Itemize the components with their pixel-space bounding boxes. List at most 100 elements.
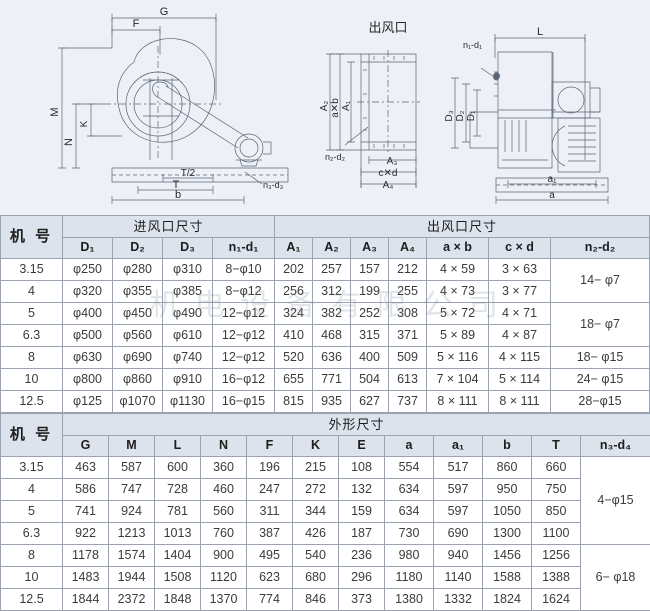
- table2-cell-f: 495: [247, 545, 293, 567]
- table1-cell-cxd: 3 × 77: [489, 281, 551, 303]
- label-K: K: [79, 120, 90, 127]
- table2-col-K: K: [293, 436, 339, 457]
- label-M: M: [49, 107, 61, 116]
- table2-cell-k: 540: [293, 545, 339, 567]
- label-A3: A₃: [387, 156, 398, 167]
- table1-cell-n2d2: 28−φ15: [551, 391, 650, 413]
- table1-cell-n1d1: 12−φ12: [213, 347, 275, 369]
- table2-cell-n: 560: [201, 501, 247, 523]
- table2-cell-b: 950: [483, 479, 532, 501]
- table1-cell-a3: 199: [351, 281, 389, 303]
- table1-cell-a4: 737: [389, 391, 427, 413]
- table2-cell-e: 236: [339, 545, 385, 567]
- table1-cell-d3: φ610: [163, 325, 213, 347]
- table2-cell-a1: 517: [434, 457, 483, 479]
- label-D2: D₂: [455, 110, 466, 121]
- table2-cell-e: 132: [339, 479, 385, 501]
- table1-cell-n1d1: 8−φ10: [213, 259, 275, 281]
- table2-col-F: F: [247, 436, 293, 457]
- table1-cell-d2: φ860: [113, 369, 163, 391]
- table1-cell-a3: 315: [351, 325, 389, 347]
- table1-cell-axb: 5 × 89: [427, 325, 489, 347]
- table2-cell-k: 426: [293, 523, 339, 545]
- label-c-x-d: c✕d: [379, 168, 398, 179]
- table1-col-axb: a × b: [427, 238, 489, 259]
- table1-cell-a1: 815: [275, 391, 313, 413]
- table2-cell-e: 159: [339, 501, 385, 523]
- table1-col-A3: A₃: [351, 238, 389, 259]
- table2-col-a: a: [385, 436, 434, 457]
- label-T-half: T/2: [181, 168, 196, 179]
- table1-col-D3: D₃: [163, 238, 213, 259]
- table2-cell-l: 600: [155, 457, 201, 479]
- table2-cell-g: 586: [63, 479, 109, 501]
- table2-cell-machine: 10: [1, 567, 63, 589]
- table2-cell-k: 272: [293, 479, 339, 501]
- table1-col-D2: D₂: [113, 238, 163, 259]
- table2-cell-m: 1213: [109, 523, 155, 545]
- table1-cell-a2: 636: [313, 347, 351, 369]
- fan-drawing-svg: G F M N K T/2 T b n₃-d₃ 出风口 A₂ a✕b A₁ n₂…: [0, 0, 650, 215]
- table2-cell-b: 1300: [483, 523, 532, 545]
- table2-cell-g: 1483: [63, 567, 109, 589]
- table2-cell-l: 781: [155, 501, 201, 523]
- table1-col-A1: A₁: [275, 238, 313, 259]
- table2-col-M: M: [109, 436, 155, 457]
- table1-cell-machine: 5: [1, 303, 63, 325]
- table1-cell-d2: φ450: [113, 303, 163, 325]
- table2-cell-t: 1388: [532, 567, 581, 589]
- table2-cell-l: 1013: [155, 523, 201, 545]
- table2-cell-t: 1256: [532, 545, 581, 567]
- table2-machine-header: 机 号: [1, 414, 63, 457]
- table2-col-G: G: [63, 436, 109, 457]
- table2-cell-k: 680: [293, 567, 339, 589]
- table2-cell-machine: 4: [1, 479, 63, 501]
- table1-cell-d1: φ800: [63, 369, 113, 391]
- table2-cell-a1: 1140: [434, 567, 483, 589]
- table2-cell-k: 215: [293, 457, 339, 479]
- table1-cell-d3: φ910: [163, 369, 213, 391]
- table2-col-N: N: [201, 436, 247, 457]
- table1-col-A2: A₂: [313, 238, 351, 259]
- table2-cell-n: 460: [201, 479, 247, 501]
- label-D1: D₁: [466, 110, 477, 121]
- table1-group-inlet: 进风口尺寸: [63, 216, 275, 238]
- table2-cell-f: 623: [247, 567, 293, 589]
- table2-cell-t: 850: [532, 501, 581, 523]
- table1-cell-a1: 256: [275, 281, 313, 303]
- table1-cell-machine: 4: [1, 281, 63, 303]
- table2-col-a1: a₁: [434, 436, 483, 457]
- overall-dimension-table: 机 号 外形尺寸 G M L N F K E a a₁ b T n₃-d₄ 3.…: [0, 413, 650, 611]
- table1-cell-cxd: 4 × 71: [489, 303, 551, 325]
- table1-cell-a4: 371: [389, 325, 427, 347]
- table1-cell-cxd: 5 × 114: [489, 369, 551, 391]
- label-L: L: [537, 26, 543, 38]
- table1-cell-machine: 6.3: [1, 325, 63, 347]
- table1-cell-a3: 627: [351, 391, 389, 413]
- table1-cell-cxd: 4 × 87: [489, 325, 551, 347]
- table2-cell-e: 108: [339, 457, 385, 479]
- table2-cell-t: 750: [532, 479, 581, 501]
- table2-cell-g: 741: [63, 501, 109, 523]
- table2-cell-a1: 597: [434, 479, 483, 501]
- table2-cell-n: 1120: [201, 567, 247, 589]
- label-a: a: [549, 190, 555, 201]
- table2-cell-n: 360: [201, 457, 247, 479]
- table1-cell-n2d2: 14− φ7: [551, 259, 650, 303]
- table1-cell-a4: 613: [389, 369, 427, 391]
- table1-group-outlet: 出风口尺寸: [275, 216, 650, 238]
- technical-drawing-area: G F M N K T/2 T b n₃-d₃ 出风口 A₂ a✕b A₁ n₂…: [0, 0, 650, 215]
- table1-cell-a2: 935: [313, 391, 351, 413]
- table2-cell-k: 344: [293, 501, 339, 523]
- table1-cell-d1: φ630: [63, 347, 113, 369]
- table1-cell-a2: 312: [313, 281, 351, 303]
- table2-cell-machine: 3.15: [1, 457, 63, 479]
- label-b: b: [175, 189, 181, 201]
- table2-cell-n3d4: 4−φ15: [581, 457, 650, 545]
- table2-cell-t: 660: [532, 457, 581, 479]
